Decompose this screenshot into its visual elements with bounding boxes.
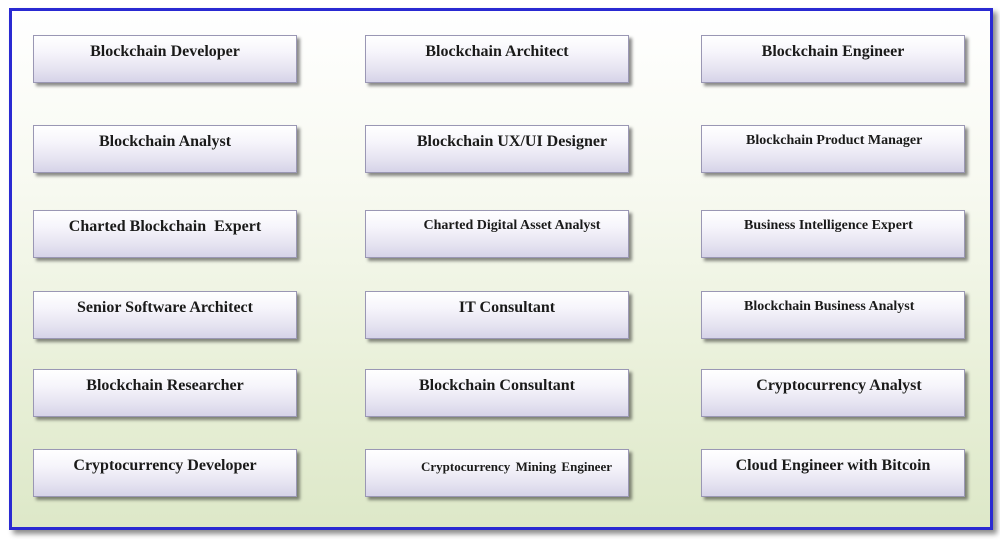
role-box-blockchain-engineer: Blockchain Engineer: [701, 35, 965, 83]
role-label: Business Intelligence Expert: [744, 218, 913, 233]
role-label: Cryptocurrency Developer: [73, 457, 257, 474]
role-box-blockchain-researcher: Blockchain Researcher: [33, 369, 297, 417]
role-box-blockchain-architect: Blockchain Architect: [365, 35, 629, 83]
role-label: Blockchain Architect: [425, 43, 569, 60]
role-label: IT Consultant: [458, 299, 556, 316]
role-box-senior-software-architect: Senior Software Architect: [33, 291, 297, 339]
role-label: Charted Digital Asset Analyst: [423, 218, 601, 233]
role-label: Cryptocurrency Mining Engineer: [421, 459, 612, 474]
role-box-it-consultant: IT Consultant: [365, 291, 629, 339]
role-box-blockchain-developer: Blockchain Developer: [33, 35, 297, 83]
role-box-cryptocurrency-analyst: Cryptocurrency Analyst: [701, 369, 965, 417]
role-box-blockchain-product-manager: Blockchain Product Manager: [701, 125, 965, 173]
role-label: Blockchain Researcher: [86, 377, 244, 394]
role-label: Blockchain UX/UI Designer: [416, 133, 608, 150]
role-label: Blockchain Engineer: [761, 43, 905, 60]
diagram-frame: [9, 8, 993, 530]
role-box-cryptocurrency-mining-engineer: Cryptocurrency Mining Engineer: [365, 449, 629, 497]
role-label: Blockchain Product Manager: [746, 133, 923, 148]
role-box-blockchain-consultant: Blockchain Consultant: [365, 369, 629, 417]
role-box-charted-blockchain-expert: Charted Blockchain Expert: [33, 210, 297, 258]
role-box-business-intelligence-expert: Business Intelligence Expert: [701, 210, 965, 258]
role-box-blockchain-business-analyst: Blockchain Business Analyst: [701, 291, 965, 339]
role-label: Charted Blockchain Expert: [68, 218, 262, 235]
role-label: Cryptocurrency Analyst: [756, 377, 922, 394]
role-label: Cloud Engineer with Bitcoin: [735, 457, 931, 474]
role-label: Blockchain Consultant: [418, 377, 576, 394]
role-box-blockchain-analyst: Blockchain Analyst: [33, 125, 297, 173]
role-box-charted-digital-asset-analyst: Charted Digital Asset Analyst: [365, 210, 629, 258]
role-box-blockchain-ux-ui-designer: Blockchain UX/UI Designer: [365, 125, 629, 173]
role-label: Blockchain Analyst: [98, 133, 232, 150]
role-label: Blockchain Developer: [90, 43, 240, 60]
role-label: Blockchain Business Analyst: [744, 299, 915, 314]
role-label: Senior Software Architect: [77, 299, 253, 316]
role-box-cloud-engineer-with-bitcoin: Cloud Engineer with Bitcoin: [701, 449, 965, 497]
role-box-cryptocurrency-developer: Cryptocurrency Developer: [33, 449, 297, 497]
